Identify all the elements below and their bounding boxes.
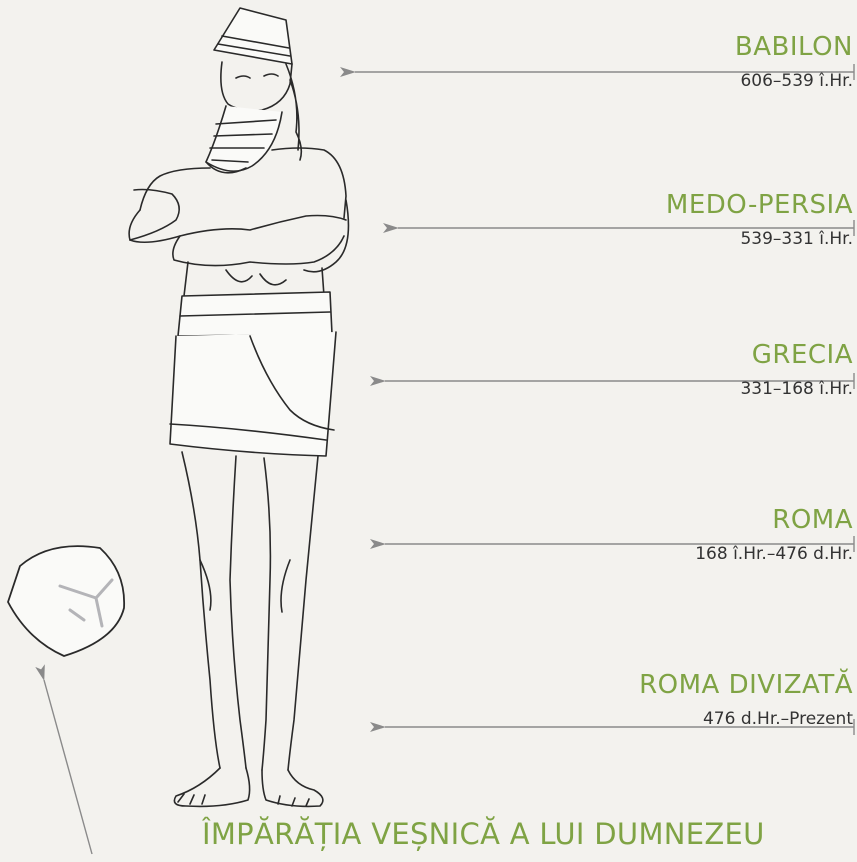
stone-pointer-line xyxy=(35,664,93,855)
kingdom-name: MEDO-PERSIA xyxy=(665,190,853,220)
kingdom-roma-divizata: ROMA DIVIZATĂ 476 d.Hr.–Prezent xyxy=(639,670,853,730)
kingdom-period: 331–168 î.Hr. xyxy=(740,379,853,399)
kingdom-name: ROMA xyxy=(772,505,853,535)
kingdom-grecia: GRECIA 331–168 î.Hr. xyxy=(740,340,853,400)
kingdom-period: 539–331 î.Hr. xyxy=(740,229,853,249)
kingdom-name: ROMA DIVIZATĂ xyxy=(639,670,853,700)
kingdom-period: 168 î.Hr.–476 d.Hr. xyxy=(695,544,853,564)
pointer-arrows xyxy=(340,64,855,735)
kingdom-period: 606–539 î.Hr. xyxy=(740,71,853,91)
kingdom-period: 476 d.Hr.–Prezent xyxy=(702,709,853,729)
kingdom-roma: ROMA 168 î.Hr.–476 d.Hr. xyxy=(695,505,853,565)
kingdom-name: BABILON xyxy=(734,32,853,62)
stone-label: ÎMPĂRĂȚIA VEȘNICĂ A LUI DUMNEZEU xyxy=(202,817,765,851)
kingdom-name: GRECIA xyxy=(751,340,853,370)
kingdom-medo-persia: MEDO-PERSIA 539–331 î.Hr. xyxy=(666,190,853,250)
stone-illustration xyxy=(7,545,125,657)
statue-figure xyxy=(128,7,350,808)
kingdom-babilon: BABILON 606–539 î.Hr. xyxy=(735,32,853,92)
